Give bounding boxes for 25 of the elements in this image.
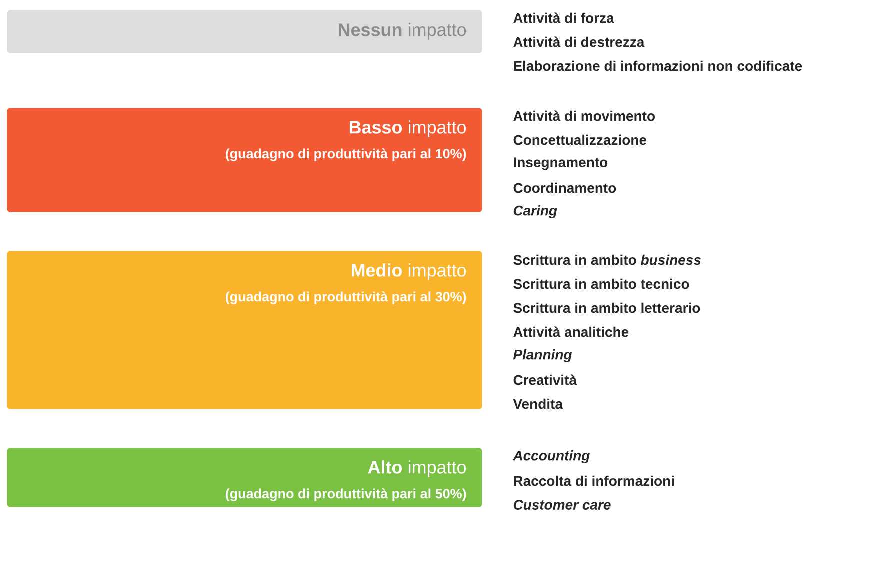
activity-item: Elaborazione di informazioni non codificate — [514, 60, 802, 72]
activity-item: Raccolta di informazioni — [514, 476, 674, 486]
band-heading: Basso impatto — [350, 120, 466, 138]
activity-item: Scrittura in ambito tecnico — [514, 278, 690, 290]
activity-item: Planning — [513, 349, 572, 363]
band-subtitle: (guadagno di produttività pari al 30%) — [226, 292, 466, 304]
activity-item: Caring — [514, 205, 558, 219]
activity-item: Concettualizzazione — [514, 134, 647, 146]
activity-item: Customer care — [514, 500, 611, 510]
activity-item: Vendita — [513, 398, 564, 410]
band-subtitle: (guadagno di produttività pari al 10%) — [226, 148, 466, 162]
activity-item: Attività di forza — [514, 12, 614, 24]
activity-item: Attività analitiche — [514, 326, 629, 338]
band-heading: Nessun impatto — [338, 23, 466, 40]
activity-item: Coordinamento — [514, 182, 616, 194]
activity-item: Scrittura in ambito business — [514, 254, 701, 266]
band-heading: Medio impatto — [352, 264, 466, 280]
activity-item: Attività di destrezza — [514, 36, 645, 48]
activity-item: Attività di movimento — [514, 110, 655, 122]
activity-item: Scrittura in ambito letterario — [514, 302, 700, 314]
band-subtitle: (guadagno di produttività pari al 50%) — [226, 488, 466, 502]
activity-item: Creatività — [514, 374, 578, 386]
activity-item: Insegnamento — [514, 158, 608, 170]
band-heading: Alto impatto — [368, 460, 466, 478]
activity-item: Accounting — [512, 450, 590, 464]
